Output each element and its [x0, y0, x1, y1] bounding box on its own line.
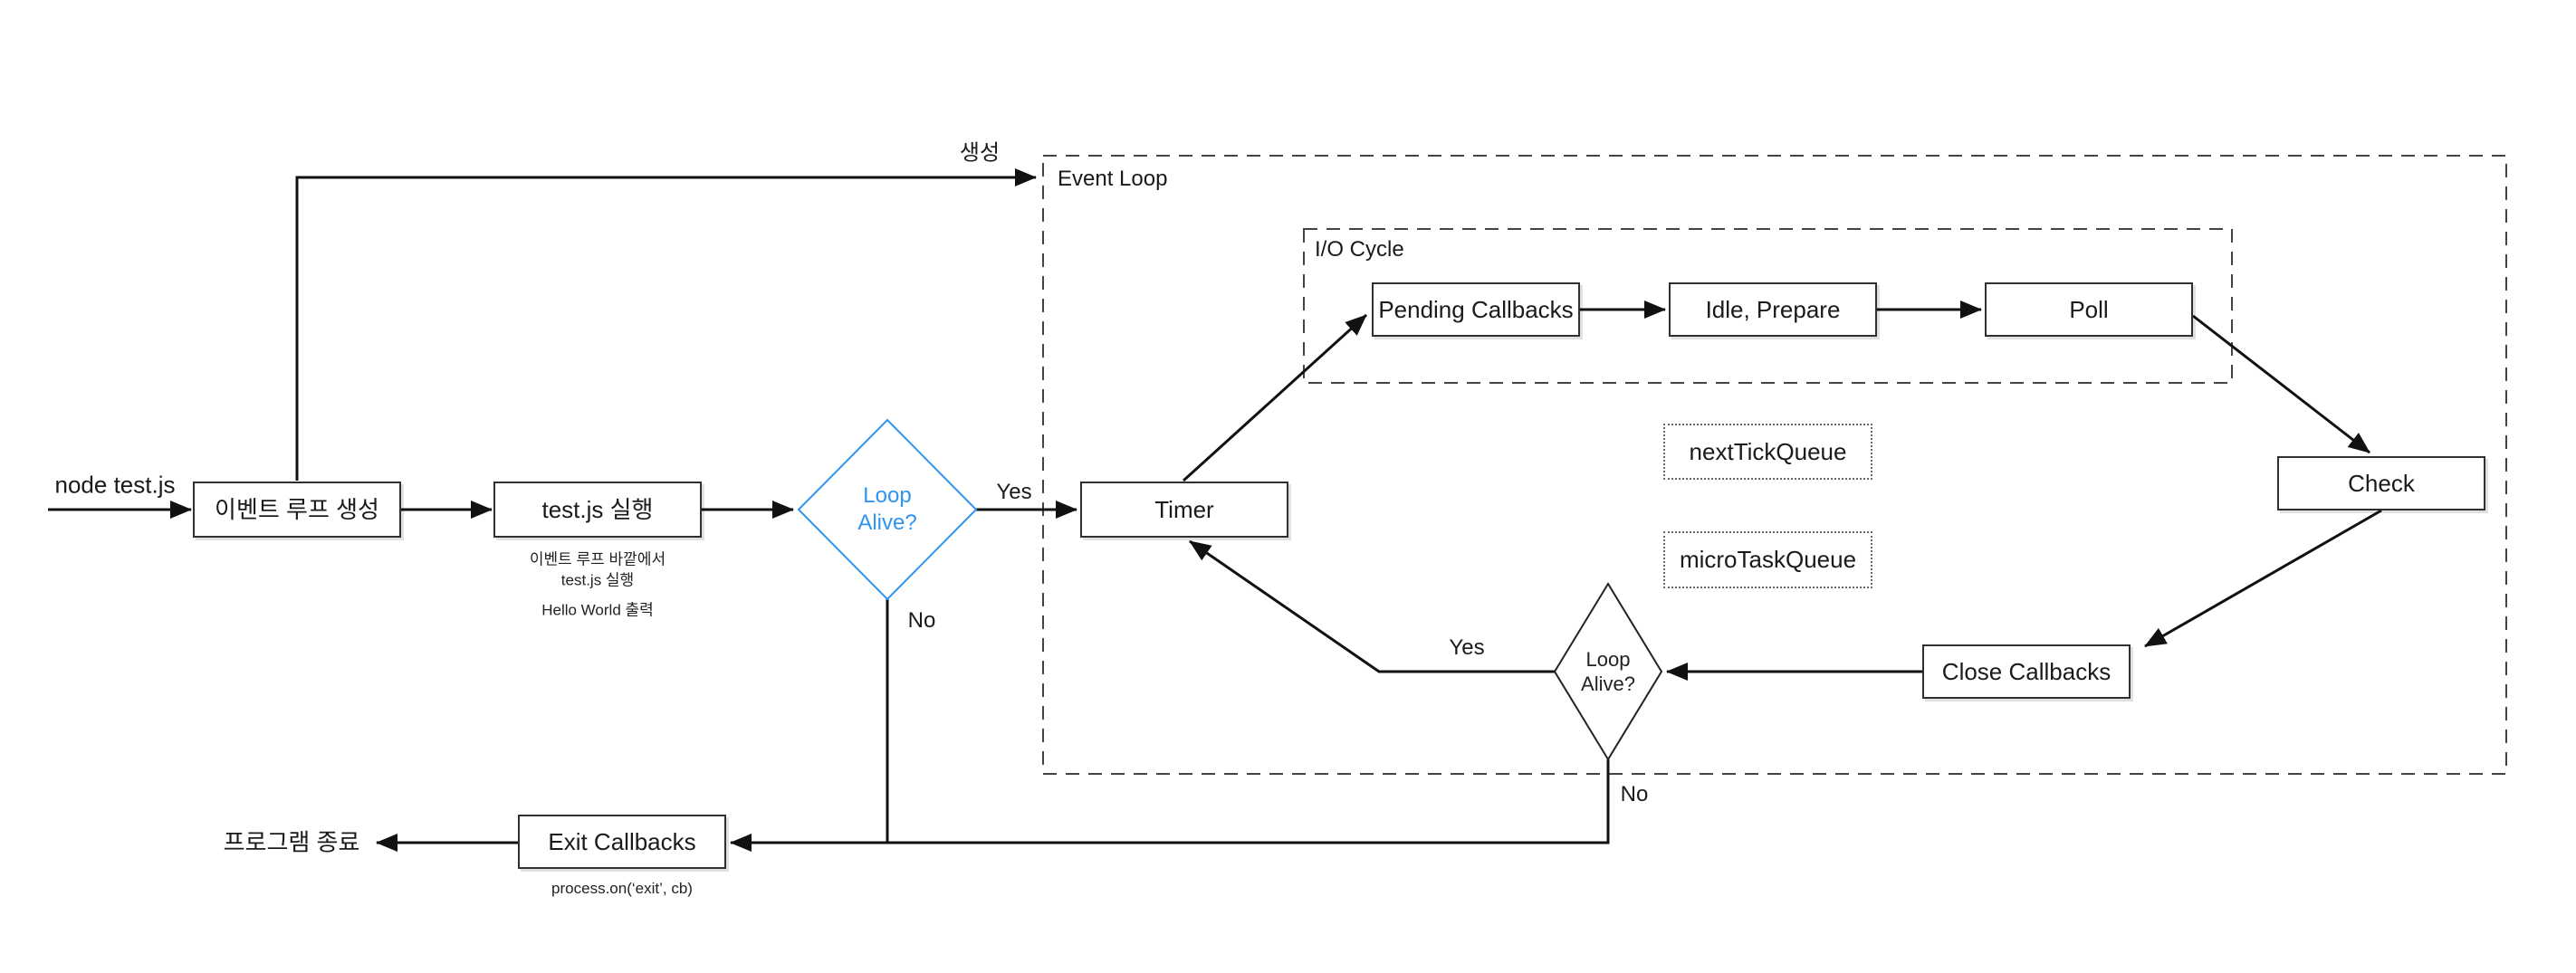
exit-callbacks-caption: process.on(‘exit’, cb) [551, 880, 693, 897]
edge-poll-to-check [2192, 314, 2370, 454]
node-test-command-label: node test.js [54, 471, 176, 499]
program-end-label: 프로그램 종료 [223, 828, 360, 856]
close-callbacks-box: Close Callbacks [1922, 644, 2131, 699]
event-loop-label: Event Loop [1058, 167, 1168, 191]
idle-prepare-box: Idle, Prepare [1669, 282, 1877, 337]
pending-callbacks-box: Pending Callbacks [1372, 282, 1580, 337]
create-event-loop-box: 이벤트 루프 생성 [193, 482, 401, 538]
run-testjs-box: test.js 실행 [493, 482, 702, 538]
create-edge-label: 생성 [959, 140, 1001, 166]
edge-loopalive2-yes-to-timer [1189, 539, 1555, 673]
edge-loopalive2-no-to-exit [730, 759, 1610, 852]
loop-alive-2-diamond [1553, 582, 1663, 761]
run-testjs-caption-3: Hello World 출력 [541, 601, 654, 619]
loop-alive-1-text: Loop Alive? [857, 483, 917, 535]
poll-box: Poll [1985, 282, 2193, 337]
edge-timer-to-pending [1182, 313, 1368, 482]
next-tick-queue-box: nextTickQueue [1663, 424, 1872, 480]
edge-check-to-close [2144, 509, 2382, 648]
check-box: Check [2277, 456, 2485, 510]
exit-callbacks-box: Exit Callbacks [518, 815, 726, 869]
loop-alive-1-diamond [797, 418, 978, 601]
edge-create-to-eventloop [295, 168, 1037, 481]
yes-label-1: Yes [996, 480, 1032, 504]
no-label-2: No [1620, 782, 1649, 806]
timer-box: Timer [1080, 482, 1288, 538]
event-loop-boundary [1042, 155, 2507, 775]
run-testjs-caption-1: 이벤트 루프 바깥에서 [529, 550, 666, 568]
micro-task-queue-box: microTaskQueue [1663, 531, 1872, 588]
loop-alive-2-text: Loop Alive? [1581, 648, 1635, 695]
io-cycle-label: I/O Cycle [1315, 237, 1404, 262]
yes-label-2: Yes [1449, 635, 1485, 660]
no-label-1: No [907, 608, 936, 633]
io-cycle-boundary [1303, 228, 2233, 384]
run-testjs-caption-2: test.js 실행 [560, 571, 635, 589]
